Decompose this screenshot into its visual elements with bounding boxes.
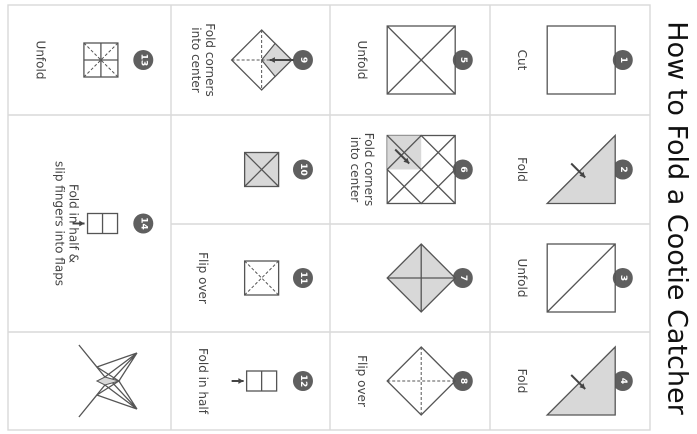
small-square-grid-icon (84, 43, 118, 77)
step-label: Fold in half (196, 348, 210, 415)
square-diagonal-icon (547, 244, 615, 312)
step-label: Unfold (355, 41, 369, 80)
diamond-outline-icon (387, 347, 455, 415)
step-number-badge: 10 (293, 160, 313, 180)
step-number-badge: 11 (293, 268, 313, 288)
step-label: into center (348, 137, 362, 202)
step-label: Fold (515, 157, 529, 182)
step-number: 12 (298, 375, 308, 388)
step-number: 4 (618, 378, 628, 384)
step-number: 6 (458, 166, 468, 172)
step-number: 14 (138, 217, 148, 230)
cootie-catcher-icon (79, 345, 137, 417)
triangle-fold-icon (547, 347, 615, 415)
step-number: 11 (298, 272, 308, 285)
corner-fold-icon (387, 136, 455, 204)
step-number: 3 (618, 275, 628, 281)
square-icon (547, 26, 615, 94)
step-label: Fold in half & (67, 184, 81, 263)
step-cell: 1 Cut (515, 26, 633, 94)
step-label: Unfold (34, 41, 48, 80)
step-number: 13 (138, 54, 148, 67)
square-x-icon (387, 26, 455, 94)
step-cell: 13 Unfold (34, 41, 154, 80)
grid-border (8, 5, 650, 430)
small-square-x-icon (245, 153, 279, 187)
step-number: 10 (298, 163, 308, 176)
step-cell: 4 Fold (515, 347, 633, 415)
step-cell: 2 Fold (515, 136, 633, 204)
step-number-badge: 13 (133, 50, 153, 70)
step-cell: 5 Unfold (355, 26, 473, 94)
step-number: 1 (618, 57, 628, 63)
step-cell: 8 Flip over (355, 347, 473, 415)
step-number: 9 (298, 57, 308, 63)
step-label: Cut (515, 50, 529, 71)
step-number: 2 (618, 166, 628, 172)
step-label: into center (189, 27, 203, 92)
step-number: 5 (458, 57, 468, 63)
step-cell: 3 Unfold (515, 244, 633, 312)
step-cell: 10 (245, 153, 313, 187)
fold-half-icon (232, 371, 277, 391)
step-cell (79, 345, 137, 417)
step-number: 8 (458, 378, 468, 384)
step-label: Flip over (196, 252, 210, 304)
step-number-badge: 9 (293, 50, 313, 70)
diamond-corner-fold-icon (232, 30, 294, 90)
step-cell: 7 (387, 244, 473, 312)
diamond-filled-icon (387, 244, 455, 312)
step-number-badge: 12 (293, 371, 313, 391)
step-grid (8, 5, 650, 430)
step-number: 7 (458, 275, 468, 281)
step-cell: 14 Fold in half &slip fingers into flaps (53, 161, 154, 286)
step-label: slip fingers into flaps (53, 161, 67, 286)
step-label: Fold corners (203, 23, 217, 96)
step-cell: 11 Flip over (196, 252, 313, 304)
diagram-title: How to Fold a Cootie Catcher (662, 21, 693, 415)
step-label: Fold (515, 369, 529, 394)
step-cell: 12 Fold in half (196, 348, 313, 415)
step-label: Flip over (355, 355, 369, 407)
small-square-dashed-icon (245, 261, 279, 295)
triangle-fold-icon (547, 136, 615, 204)
step-number-badge: 14 (133, 214, 153, 234)
step-label: Unfold (515, 259, 529, 298)
step-label: Fold corners (362, 133, 376, 206)
